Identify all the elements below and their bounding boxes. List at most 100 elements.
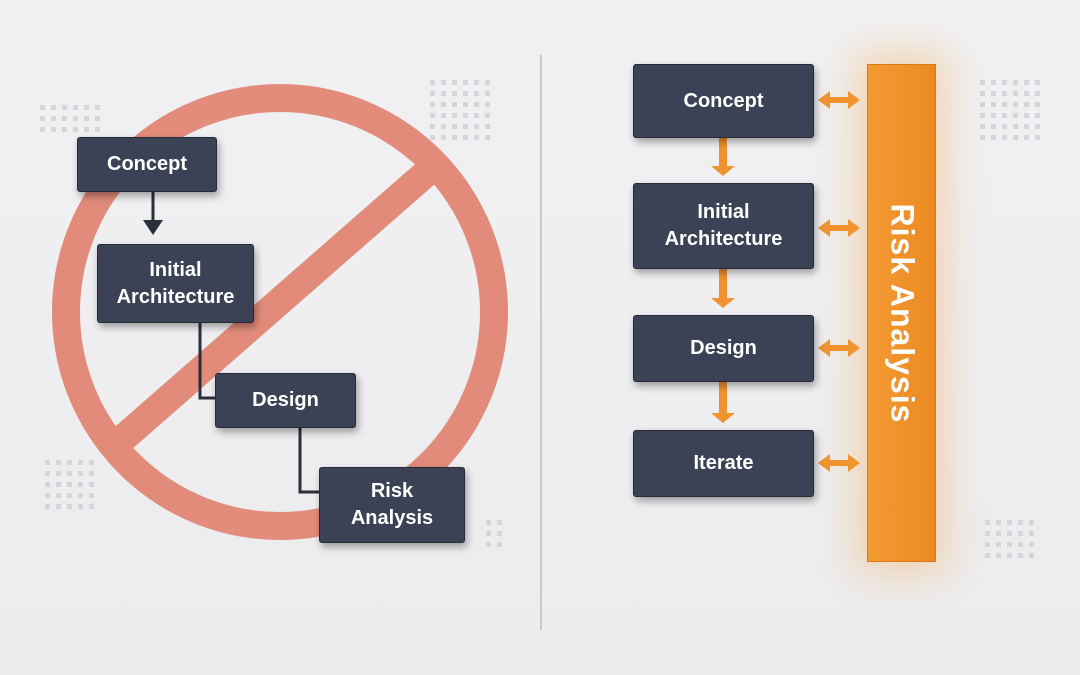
step-label: Iterate: [693, 452, 754, 474]
dot: [991, 113, 996, 118]
dot: [1029, 531, 1034, 536]
dot: [45, 460, 50, 465]
dot: [1024, 113, 1029, 118]
dot: [996, 542, 1001, 547]
dot: [56, 460, 61, 465]
dot: [980, 135, 985, 140]
dot: [1029, 542, 1034, 547]
dot: [1013, 102, 1018, 107]
dot: [441, 113, 446, 118]
dot: [95, 127, 100, 132]
dot: [980, 102, 985, 107]
dot: [56, 471, 61, 476]
right-step-initial-architecture: Initial Architecture: [633, 183, 814, 269]
dot: [67, 482, 72, 487]
step-label: Risk Analysis: [350, 480, 434, 529]
dot: [985, 520, 990, 525]
step-label: Design: [690, 337, 757, 359]
dot: [485, 124, 490, 129]
arrow-down-icon: [711, 268, 735, 308]
left-step-concept: Concept: [77, 137, 217, 192]
dot: [78, 482, 83, 487]
dot: [452, 102, 457, 107]
step-label: Initial Architecture: [664, 201, 783, 250]
dot: [474, 135, 479, 140]
dot: [78, 493, 83, 498]
double-arrow-icon: [818, 339, 860, 357]
dot: [463, 113, 468, 118]
right-step-iterate: Iterate: [633, 430, 814, 497]
dot: [486, 520, 491, 525]
dot: [84, 105, 89, 110]
dot: [485, 102, 490, 107]
right-step-design: Design: [633, 315, 814, 382]
dot: [1024, 91, 1029, 96]
dot: [67, 504, 72, 509]
dot: [45, 482, 50, 487]
dot: [45, 471, 50, 476]
dot: [78, 471, 83, 476]
dot: [62, 116, 67, 121]
dot-patterns: [40, 80, 1040, 558]
dot: [430, 91, 435, 96]
dot: [996, 520, 1001, 525]
dot: [980, 80, 985, 85]
dot: [1018, 542, 1023, 547]
arrow-down-icon: [143, 220, 163, 235]
dot: [485, 135, 490, 140]
dot: [56, 504, 61, 509]
dot: [67, 493, 72, 498]
dot: [1007, 520, 1012, 525]
double-arrow-icon: [818, 219, 860, 237]
dot: [1018, 553, 1023, 558]
dot: [1002, 135, 1007, 140]
risk-analysis-label: Risk Analysis: [884, 203, 921, 423]
dot: [474, 80, 479, 85]
arrow-down-icon: [711, 138, 735, 176]
dot: [996, 553, 1001, 558]
dot: [1029, 520, 1034, 525]
dot: [62, 127, 67, 132]
dot: [991, 80, 996, 85]
dot: [1035, 102, 1040, 107]
dot: [1002, 124, 1007, 129]
no-symbol-icon: [52, 84, 508, 540]
dot: [980, 91, 985, 96]
dot: [474, 113, 479, 118]
dot: [1018, 531, 1023, 536]
dot: [40, 127, 45, 132]
dot: [1013, 135, 1018, 140]
dot: [1002, 102, 1007, 107]
double-arrow-icon: [818, 454, 860, 472]
dot: [78, 460, 83, 465]
dot: [1002, 113, 1007, 118]
dot: [991, 135, 996, 140]
dot: [40, 116, 45, 121]
dot: [1007, 542, 1012, 547]
dot: [430, 102, 435, 107]
dot: [95, 116, 100, 121]
dot: [89, 504, 94, 509]
dot: [73, 105, 78, 110]
left-step-initial-architecture: Initial Architecture: [97, 244, 254, 323]
dot: [485, 91, 490, 96]
dot: [62, 105, 67, 110]
dot: [51, 105, 56, 110]
flow-arrows: [711, 91, 860, 472]
dot: [51, 116, 56, 121]
dot: [463, 124, 468, 129]
dot: [441, 80, 446, 85]
dot: [452, 91, 457, 96]
dot: [441, 124, 446, 129]
dot: [1018, 520, 1023, 525]
dot: [463, 80, 468, 85]
dot: [474, 102, 479, 107]
dot: [84, 127, 89, 132]
dot: [430, 113, 435, 118]
dot: [441, 135, 446, 140]
arrow-down-icon: [711, 381, 735, 423]
dot: [95, 105, 100, 110]
dot: [78, 504, 83, 509]
dot: [441, 102, 446, 107]
step-label: Concept: [107, 153, 187, 175]
